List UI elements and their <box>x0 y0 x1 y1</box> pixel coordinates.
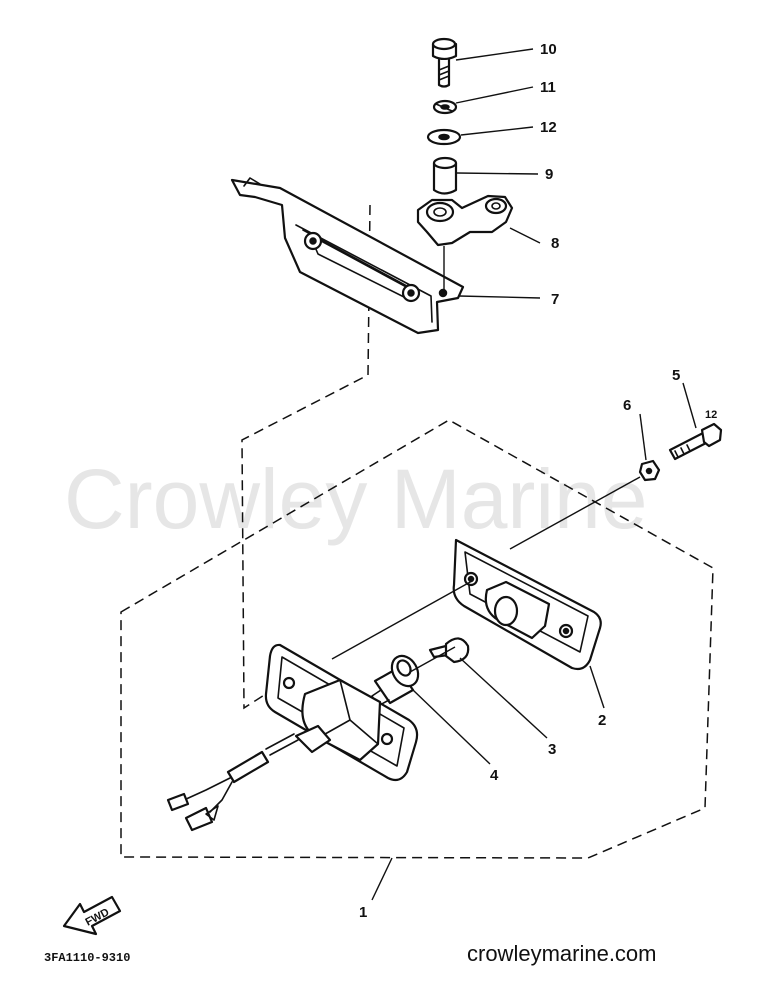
fwd-arrow-icon: FWD <box>62 895 122 936</box>
callout-numbers: 10 11 12 9 8 7 6 5 12 2 3 4 1 <box>359 41 717 921</box>
callout-3: 3 <box>548 741 556 758</box>
callout-4: 4 <box>490 767 499 784</box>
swivel-lever <box>416 194 514 247</box>
callout-10: 10 <box>540 41 557 58</box>
callout-6: 6 <box>623 397 631 414</box>
spacer-collar <box>432 156 458 195</box>
nut <box>638 459 661 482</box>
callout-7: 7 <box>551 291 559 308</box>
lamp-housing <box>264 643 419 782</box>
assembly-lines <box>331 246 641 673</box>
flat-washer <box>426 128 462 146</box>
website-link[interactable]: crowleymarine.com <box>467 941 657 966</box>
diagram-code: 3FA1110-9310 <box>44 951 130 965</box>
callout-1: 1 <box>359 904 367 921</box>
callout-5: 5 <box>672 367 680 384</box>
hex-bolt <box>431 37 458 88</box>
callout-5-quantity: 12 <box>705 409 717 421</box>
callout-8: 8 <box>551 235 559 252</box>
alignment-guide <box>241 204 371 710</box>
lamp-lens <box>452 538 602 671</box>
leader-lines <box>371 48 697 901</box>
watermark: Crowley Marine <box>64 452 648 546</box>
lamp-bulb <box>428 637 470 664</box>
lamp-socket <box>371 654 420 707</box>
callout-9: 9 <box>545 166 553 183</box>
mounting-bracket <box>230 177 465 335</box>
wiring-harness <box>166 733 299 832</box>
callout-12: 12 <box>540 119 557 136</box>
callout-2: 2 <box>598 712 606 729</box>
callout-11: 11 <box>540 79 556 96</box>
lock-washer <box>432 99 458 115</box>
screw <box>668 422 723 461</box>
